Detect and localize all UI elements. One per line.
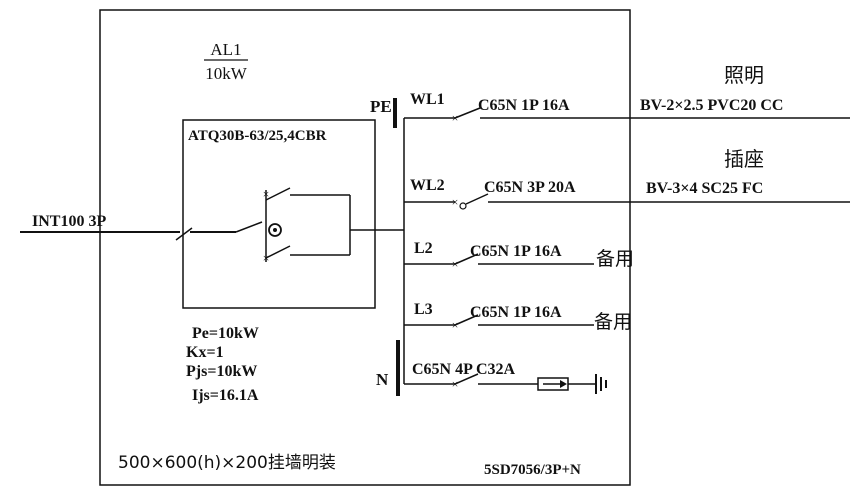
l2-id: L2 [414, 240, 433, 257]
ats-motor-icon [268, 223, 282, 237]
wl1-purpose: 照明 [724, 63, 764, 87]
incoming-breaker-label: INT100 3P [32, 213, 106, 230]
ats-upper-blade [265, 187, 291, 201]
wl2-breaker-mark: × [452, 195, 459, 209]
l2-breaker-blade [454, 253, 479, 265]
l3-breaker: C65N 1P 16A [470, 304, 562, 321]
panel-enclosure [99, 9, 631, 486]
wl2-breaker: C65N 3P 20A [484, 179, 576, 196]
circuit-wl1: × WL1 C65N 1P 16A BV-2×2.5 PVC20 CC 照明 [404, 63, 850, 125]
spd-breaker-blade [454, 373, 479, 385]
panel-name: AL1 [210, 40, 241, 59]
ats-motor-center [273, 228, 277, 232]
l2-purpose: 备用 [596, 248, 634, 270]
wl1-id: WL1 [410, 91, 445, 108]
calc-pe: Pe=10kW [192, 325, 259, 342]
calc-pjs: Pjs=10kW [186, 363, 257, 380]
ats-box [182, 119, 376, 309]
install-note: 500×600(h)×200挂墙明装 [118, 453, 336, 473]
l3-breaker-blade [454, 314, 479, 326]
spd-breaker: C65N 4P C32A [412, 361, 516, 378]
circuit-l2: × L2 C65N 1P 16A 备用 [404, 240, 634, 271]
wl1-cable: BV-2×2.5 PVC20 CC [640, 97, 783, 114]
calc-ijs: Ijs=16.1A [192, 387, 259, 404]
wl1-breaker-blade [454, 107, 481, 119]
l3-id: L3 [414, 301, 433, 318]
ats-contact-mark-upper: × [263, 187, 270, 201]
incoming-switch-blade [235, 221, 263, 233]
circuit-wl2: × WL2 C65N 3P 20A BV-3×4 SC25 FC 插座 [404, 147, 850, 210]
l2-breaker: C65N 1P 16A [470, 243, 562, 260]
panel-power: 10kW [205, 64, 248, 83]
wl2-breaker-blade [465, 193, 489, 205]
spd-arrow-icon [560, 380, 567, 388]
wl2-cable: BV-3×4 SC25 FC [646, 180, 763, 197]
circuit-surge-protector: × C65N 4P C32A [404, 361, 607, 394]
pe-label: PE [370, 97, 392, 116]
l3-purpose: 备用 [594, 311, 632, 333]
n-label: N [376, 370, 389, 389]
wl2-rcd-circle [459, 202, 467, 210]
calc-kx: Kx=1 [186, 344, 224, 361]
wl1-breaker: C65N 1P 16A [478, 97, 570, 114]
incoming-break-mark [175, 227, 193, 241]
ats-lower-blade [265, 245, 291, 259]
ats-label: ATQ30B-63/25,4CBR [188, 128, 327, 144]
model-code: 5SD7056/3P+N [484, 462, 581, 478]
wl2-purpose: 插座 [724, 147, 764, 171]
wl2-id: WL2 [410, 177, 445, 194]
circuit-l3: × L3 C65N 1P 16A 备用 [404, 301, 632, 333]
